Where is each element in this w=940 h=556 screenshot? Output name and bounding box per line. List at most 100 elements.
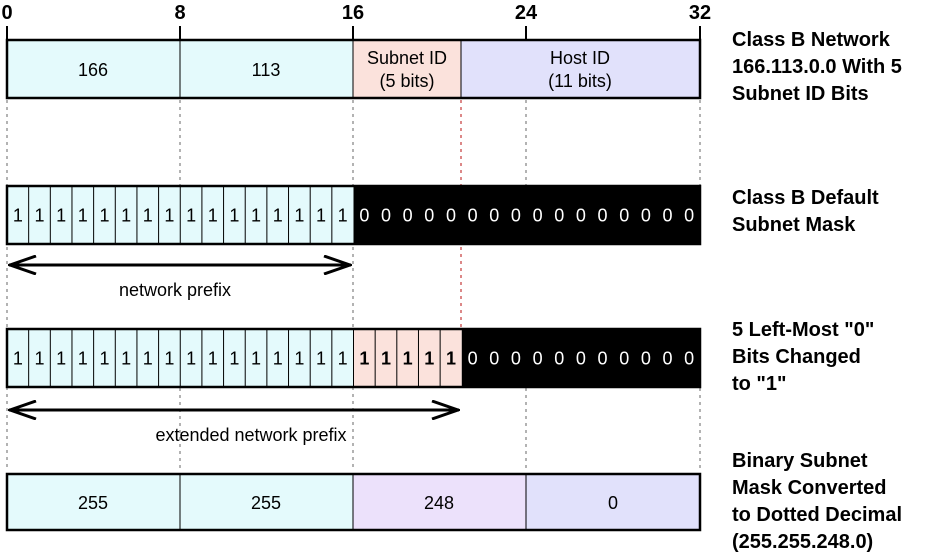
mask-zero-bit: 0	[403, 206, 413, 226]
mask-zero-bit: 0	[446, 206, 456, 226]
mask-one-bit: 1	[164, 349, 174, 369]
mask-zero-bit: 0	[468, 206, 478, 226]
network-prefix-label: network prefix	[119, 280, 231, 300]
subnet-one-background	[353, 329, 462, 387]
mask-zero-bit: 0	[576, 206, 586, 226]
mask-octet-1: 255	[78, 493, 108, 513]
mask-one-bit: 1	[78, 349, 88, 369]
mask-zero-bit: 0	[511, 349, 521, 369]
mask-one-bit: 1	[294, 349, 304, 369]
subnet-id-label: Subnet ID	[367, 48, 447, 68]
description-line: to Dotted Decimal	[732, 504, 903, 526]
mask-zero-bit: 0	[619, 206, 629, 226]
mask-one-bit: 1	[251, 349, 261, 369]
mask-one-bit: 1	[34, 349, 44, 369]
mask-zero-bit: 0	[641, 206, 651, 226]
mask-zero-bit: 0	[663, 349, 673, 369]
mask-one-bit: 1	[78, 206, 88, 226]
mask-octet-4: 0	[608, 493, 618, 513]
mask-zero-bit: 0	[359, 206, 369, 226]
mask-zero-background	[353, 186, 700, 244]
description-network-address: Class B Network 166.113.0.0 With 5 Subne…	[732, 27, 937, 108]
guide-lines	[6, 100, 701, 470]
mask-one-bit: 1	[208, 349, 218, 369]
extended-prefix-indicator: extended network prefix	[9, 410, 459, 445]
mask-one-bit: 1	[273, 349, 283, 369]
description-line: 166.113.0.0 With 5	[732, 56, 902, 78]
host-id-bits: (11 bits)	[548, 71, 612, 91]
bit-position-ticks: 0 8 16 24 32	[1, 2, 711, 40]
mask-zero-bit: 0	[684, 349, 694, 369]
tick-label: 0	[1, 2, 12, 24]
mask-one-bit: 1	[99, 206, 109, 226]
mask-one-bit: 1	[121, 206, 131, 226]
mask-zero-bit: 0	[511, 206, 521, 226]
mask-one-bit: 1	[143, 206, 153, 226]
description-line: Subnet Mask	[732, 214, 856, 236]
subnet-one-bit: 1	[381, 349, 391, 369]
subnet-id-bits: (5 bits)	[379, 71, 434, 91]
mask-subnet-octet	[353, 474, 526, 530]
description-line: Binary Subnet	[732, 450, 868, 472]
subnet-id-field	[353, 40, 461, 98]
dotted-decimal-row: 255 255 248 0	[5, 472, 702, 532]
description-line: Mask Converted	[732, 477, 887, 499]
description-default-mask: Class B Default Subnet Mask	[732, 185, 937, 239]
mask-one-bit: 1	[186, 349, 196, 369]
description-line: Class B Network	[732, 29, 890, 51]
mask-one-bit: 1	[338, 349, 348, 369]
mask-zero-bit: 0	[533, 206, 543, 226]
mask-octet-3: 248	[424, 493, 454, 513]
tick-label: 16	[342, 2, 364, 24]
mask-one-bit: 1	[121, 349, 131, 369]
mask-one-bit: 1	[164, 206, 174, 226]
mask-one-bit: 1	[13, 349, 23, 369]
mask-zero-bit: 0	[381, 206, 391, 226]
mask-zero-bit: 0	[598, 206, 608, 226]
mask-one-bit: 1	[34, 206, 44, 226]
description-changed-bits: 5 Left-Most "0" Bits Changed to "1"	[732, 317, 937, 398]
mask-zero-bit: 0	[489, 206, 499, 226]
octet-1-value: 166	[78, 60, 108, 80]
extended-prefix-label: extended network prefix	[155, 425, 346, 445]
host-id-label: Host ID	[550, 48, 610, 68]
mask-one-bit: 1	[251, 206, 261, 226]
description-line: 5 Left-Most "0"	[732, 319, 875, 341]
mask-one-bit: 1	[13, 206, 23, 226]
mask-zero-bit: 0	[663, 206, 673, 226]
subnet-one-bit: 1	[446, 349, 456, 369]
mask-zero-bit: 0	[533, 349, 543, 369]
mask-zero-bit: 0	[554, 349, 564, 369]
tick-label: 8	[174, 2, 185, 24]
mask-one-bit: 1	[208, 206, 218, 226]
mask-zero-bit: 0	[598, 349, 608, 369]
mask-zero-bit: 0	[554, 206, 564, 226]
mask-one-bit: 1	[56, 349, 66, 369]
description-line: Subnet ID Bits	[732, 83, 869, 105]
subnet-one-bit: 1	[424, 349, 434, 369]
network-prefix-indicator: network prefix	[9, 265, 351, 300]
mask-zero-background	[461, 329, 700, 387]
mask-zero-bit: 0	[468, 349, 478, 369]
description-line: Class B Default	[732, 187, 879, 209]
mask-one-bit: 1	[294, 206, 304, 226]
octet-2-value: 113	[252, 60, 281, 80]
mask-one-bit: 1	[273, 206, 283, 226]
host-id-field	[461, 40, 700, 98]
mask-host-octet	[526, 474, 700, 530]
mask-zero-bit: 0	[489, 349, 499, 369]
default-mask-row-border	[5, 184, 702, 246]
mask-one-bit: 1	[56, 206, 66, 226]
mask-one-bit: 1	[99, 349, 109, 369]
subnet-one-bit: 1	[403, 349, 413, 369]
mask-zero-bit: 0	[684, 206, 694, 226]
mask-octet-2: 255	[251, 493, 281, 513]
mask-one-bit: 1	[186, 206, 196, 226]
mask-one-bit: 1	[338, 206, 348, 226]
subnet-one-bit: 1	[359, 349, 369, 369]
network-address-row: 166 113 Subnet ID (5 bits) Host ID (11 b…	[5, 38, 702, 100]
